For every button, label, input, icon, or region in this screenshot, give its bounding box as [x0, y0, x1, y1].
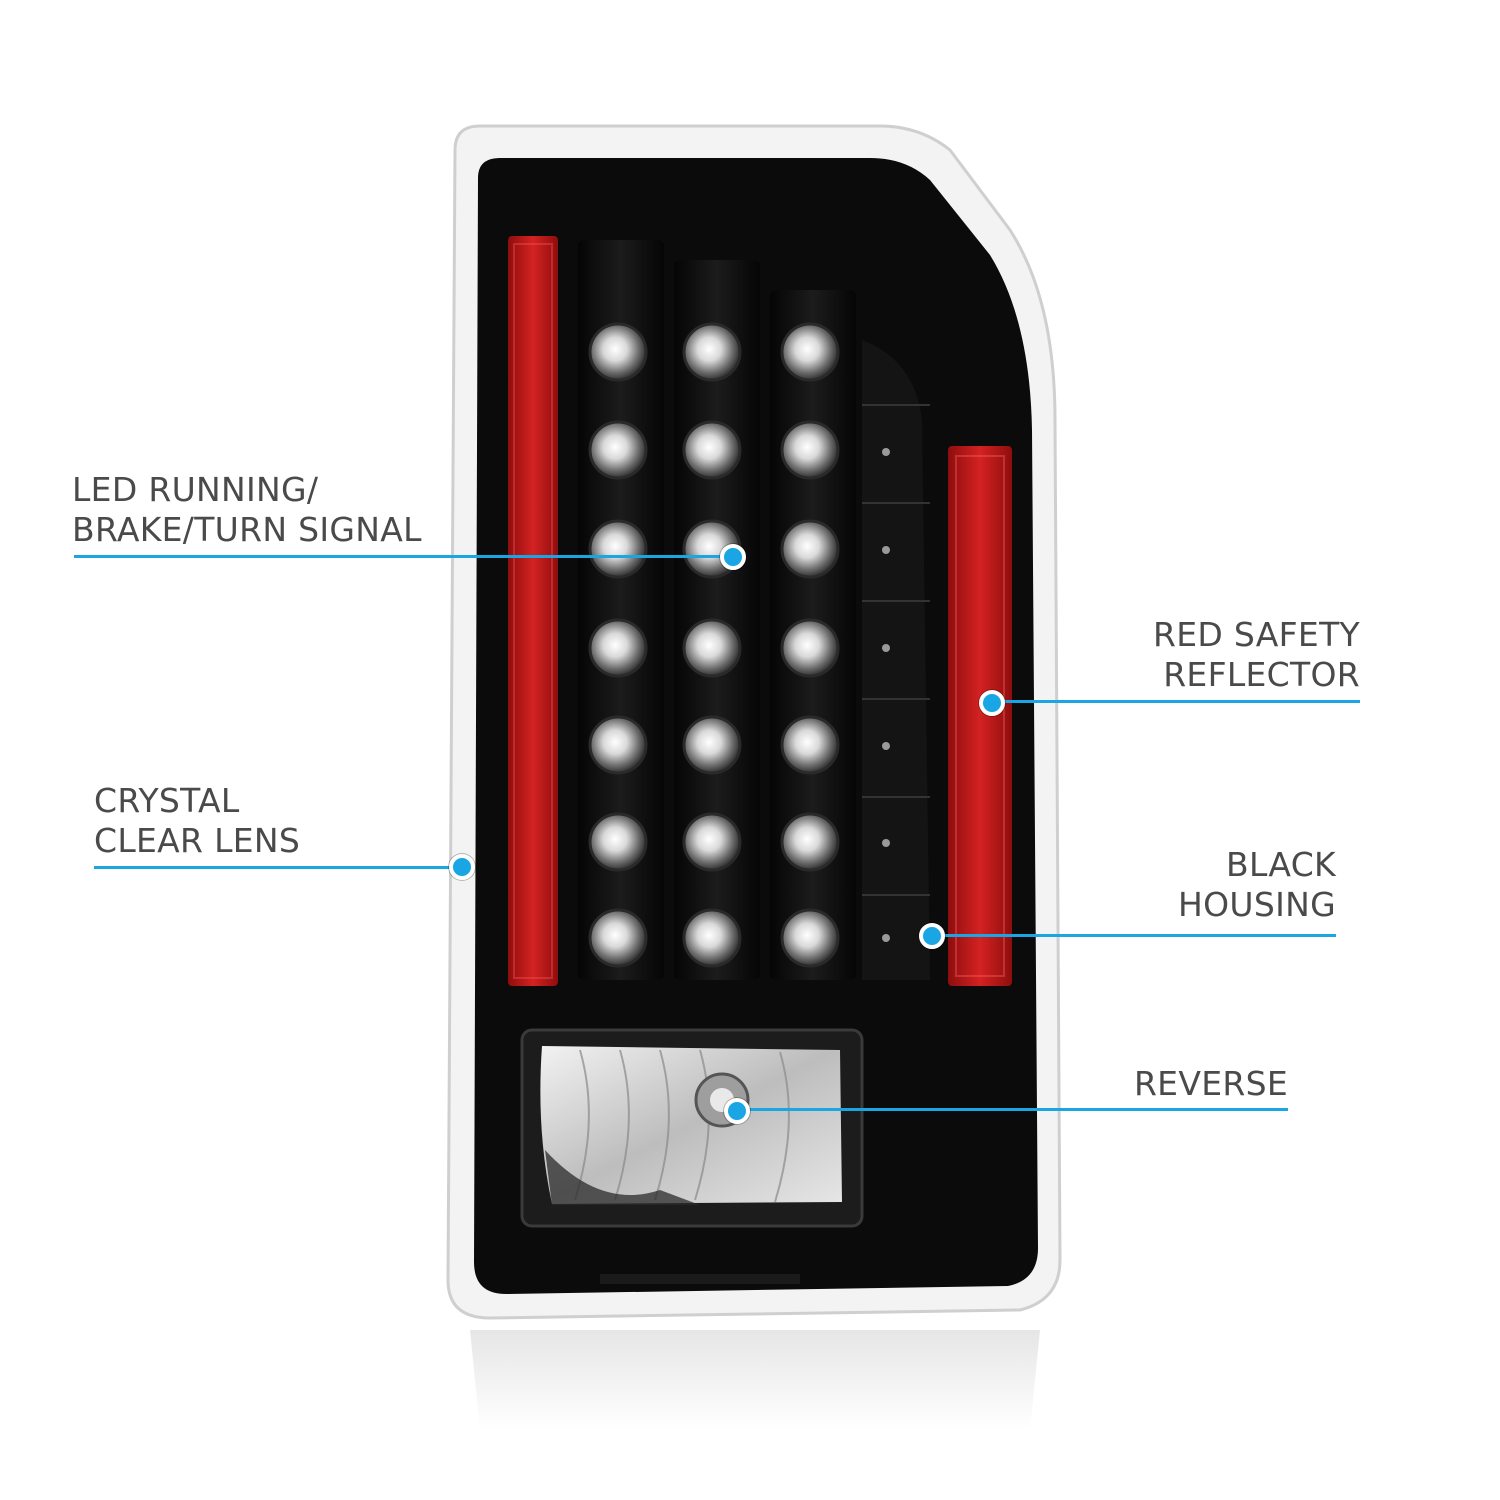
leader-reverse [740, 1108, 1288, 1111]
label-reflector-line2: REFLECTOR [1163, 655, 1360, 694]
label-housing-line1: BLACK [1226, 845, 1336, 884]
leader-housing [934, 934, 1336, 937]
left-red-reflector [508, 236, 558, 986]
leader-led [74, 555, 724, 558]
label-lens: CRYSTAL CLEAR LENS [94, 781, 300, 861]
leader-reflector [995, 700, 1360, 703]
reverse-light-lens [540, 1046, 842, 1204]
label-reflector: RED SAFETY REFLECTOR [1153, 615, 1360, 695]
right-red-reflector [948, 446, 1012, 986]
label-housing-line2: HOUSING [1178, 885, 1336, 924]
label-reverse: REVERSE [1134, 1064, 1288, 1104]
label-led-line1: LED RUNNING/ [72, 470, 319, 509]
label-housing: BLACK HOUSING [1178, 845, 1336, 925]
dot-led [720, 544, 746, 570]
label-lens-line1: CRYSTAL [94, 781, 240, 820]
label-led: LED RUNNING/ BRAKE/TURN SIGNAL [72, 470, 422, 550]
dot-housing [919, 923, 945, 949]
dot-lens [449, 854, 475, 880]
label-reverse-line1: REVERSE [1133, 1064, 1288, 1103]
dot-reverse [724, 1098, 750, 1124]
dot-reflector [979, 690, 1005, 716]
leader-lens [94, 866, 454, 869]
label-led-line2: BRAKE/TURN SIGNAL [72, 510, 422, 549]
label-reflector-line1: RED SAFETY [1153, 615, 1360, 654]
label-lens-line2: CLEAR LENS [94, 821, 301, 860]
led-array [588, 322, 840, 968]
